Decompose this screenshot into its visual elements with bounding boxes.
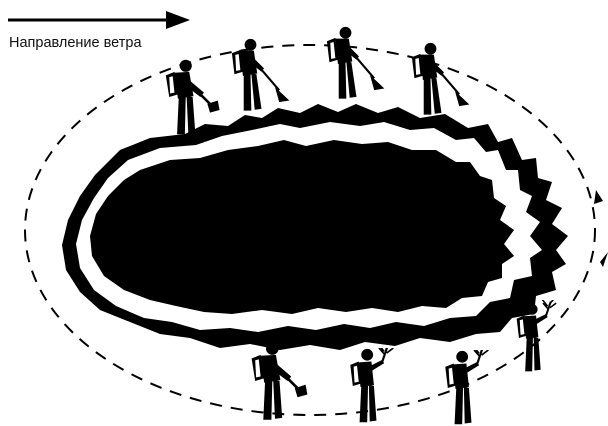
firefighter-branch-bottom-2 xyxy=(445,343,488,424)
firefighter-broom-top-3 xyxy=(412,43,469,115)
firefighter-branch-bottom-1 xyxy=(350,341,393,422)
firefighter-broom-top-1 xyxy=(232,39,289,111)
burned-area xyxy=(90,140,514,314)
wind-arrow xyxy=(8,11,190,29)
wind-direction-label: Направление ветра xyxy=(9,35,142,51)
firefighter-shovel-bottom xyxy=(252,342,308,419)
firefighter-shovel-top-left xyxy=(166,60,220,135)
route-arrow-right-lower xyxy=(600,252,608,267)
firefighter-broom-top-2 xyxy=(327,27,384,99)
route-arrow-right xyxy=(594,190,603,204)
